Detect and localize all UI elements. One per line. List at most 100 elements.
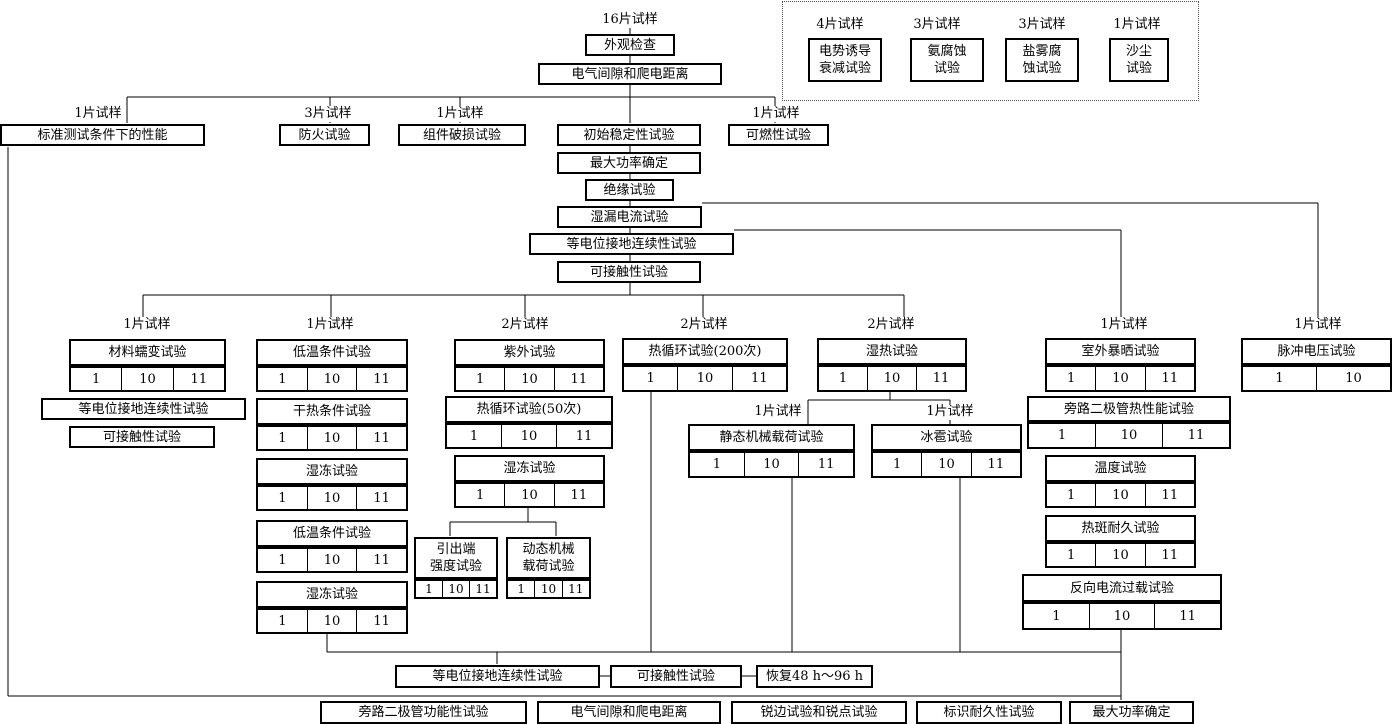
grid-cell: 11 bbox=[190, 371, 208, 387]
grid-cell: 1 bbox=[508, 581, 536, 597]
grid-cell: 10 bbox=[502, 425, 557, 447]
static-load-box: 静态机械载荷试验 bbox=[688, 424, 855, 451]
col2-grid-2: 1 10 11 bbox=[256, 425, 408, 451]
sand-dust-test-box: 沙尘 试验 bbox=[1109, 38, 1169, 82]
grid-cell: 10 bbox=[1096, 367, 1146, 390]
recovery-box: 恢复48 h～96 h bbox=[756, 665, 873, 688]
grid-cell: 10 bbox=[678, 367, 733, 390]
grid-cell: 11 bbox=[1179, 608, 1196, 624]
grid-cell: 1 bbox=[1047, 484, 1097, 506]
grid-cell: 11 bbox=[1161, 371, 1179, 386]
col1-accessibility-box: 可接触性试验 bbox=[69, 426, 215, 448]
branch2-label: 3片试样 bbox=[302, 106, 354, 122]
grid-cell: 10 bbox=[308, 610, 358, 632]
col5-label: 2片试样 bbox=[865, 317, 917, 333]
final-accessibility-box: 可接触性试验 bbox=[610, 665, 742, 688]
col2-label: 1片试样 bbox=[304, 317, 356, 333]
grid-cell: 1 bbox=[447, 425, 502, 447]
grid-cell: 1 bbox=[873, 453, 923, 476]
grid-cell: 11 bbox=[987, 457, 1005, 472]
grid-cell: 11 bbox=[475, 582, 491, 596]
clearance-creepage-top-box: 电气间隙和爬电距离 bbox=[538, 63, 722, 85]
low-temp-2-box: 低温条件试验 bbox=[256, 520, 408, 547]
col5-grid-1: 1 10 11 bbox=[817, 365, 967, 392]
flammability-box: 可燃性试验 bbox=[728, 124, 829, 146]
col6-grid-2: 1 10 11 bbox=[1027, 422, 1231, 449]
legend-label-1: 4片试样 bbox=[814, 17, 866, 33]
grid-cell: 1 bbox=[1047, 544, 1097, 566]
humidity-freeze-1-box: 湿冻试验 bbox=[256, 458, 408, 485]
col6-grid-3: 1 10 11 bbox=[1045, 482, 1196, 508]
legend-label-2: 3片试样 bbox=[911, 17, 963, 33]
insulation-box: 绝缘试验 bbox=[585, 179, 674, 201]
grid-cell: 11 bbox=[1187, 428, 1205, 443]
module-breakage-box: 组件破损试验 bbox=[398, 124, 526, 146]
wet-leakage-box: 湿漏电流试验 bbox=[557, 206, 702, 228]
accessibility-box: 可接触性试验 bbox=[557, 261, 701, 283]
grid-cell: 10 bbox=[535, 581, 563, 597]
sharp-edge-box: 锐边试验和锐点试验 bbox=[731, 701, 907, 724]
final-equipotential-box: 等电位接地连续性试验 bbox=[395, 665, 600, 688]
col1-equipotential-box: 等电位接地连续性试验 bbox=[41, 398, 246, 420]
grid-cell: 10 bbox=[308, 368, 358, 390]
impulse-voltage-box: 脉冲电压试验 bbox=[1241, 338, 1392, 365]
col2-grid-4: 1 10 11 bbox=[256, 547, 408, 573]
hail-label: 1片试样 bbox=[924, 404, 976, 420]
grid-cell: 11 bbox=[1161, 487, 1179, 503]
reverse-current-box: 反向电流过载试验 bbox=[1022, 574, 1222, 602]
col2-grid-5: 1 10 11 bbox=[256, 608, 408, 634]
grid-cell: 10 bbox=[308, 549, 358, 571]
grid-cell: 11 bbox=[568, 582, 584, 596]
branch3-label: 1片试样 bbox=[434, 106, 486, 122]
grid-cell: 10 bbox=[308, 427, 358, 449]
bypass-diode-thermal-box: 旁路二极管热性能试验 bbox=[1027, 396, 1231, 422]
grid-cell: 11 bbox=[373, 430, 390, 446]
grid-cell: 1 bbox=[1029, 424, 1096, 447]
col6-label: 1片试样 bbox=[1098, 317, 1150, 333]
pid-test-box: 电势诱导 衰减试验 bbox=[808, 38, 882, 82]
col3-grid-2: 1 10 11 bbox=[445, 423, 613, 449]
visual-inspection-box: 外观检查 bbox=[585, 34, 675, 56]
grid-cell: 11 bbox=[373, 552, 390, 568]
col3-grid-1: 1 10 11 bbox=[454, 366, 605, 392]
grid-cell: 1 bbox=[258, 549, 308, 571]
grid-cell: 10 bbox=[308, 487, 358, 509]
static-load-label: 1片试样 bbox=[752, 404, 804, 420]
col6-grid-5: 1 10 11 bbox=[1022, 602, 1222, 630]
salt-mist-test-box: 盐雾腐 蚀试验 bbox=[1005, 38, 1079, 82]
col4-grid-1: 1 10 11 bbox=[622, 365, 788, 392]
hotspot-endurance-box: 热斑耐久试验 bbox=[1045, 515, 1196, 542]
grid-cell: 11 bbox=[373, 371, 390, 387]
grid-cell: 1 bbox=[258, 610, 308, 632]
hail-test-box: 冰雹试验 bbox=[871, 424, 1022, 451]
max-power-box: 最大功率确定 bbox=[557, 152, 701, 174]
col2-grid-1: 1 10 11 bbox=[256, 366, 408, 392]
grid-cell: 11 bbox=[373, 613, 390, 629]
damp-heat-box: 湿热试验 bbox=[817, 338, 967, 365]
col3-grid-3: 1 10 11 bbox=[454, 482, 605, 508]
samples-16-label: 16片试样 bbox=[600, 12, 660, 28]
grid-cell: 10 bbox=[505, 484, 555, 506]
grid-cell: 10 bbox=[1090, 604, 1156, 628]
col4-label: 2片试样 bbox=[678, 317, 730, 333]
final-max-power-box: 最大功率确定 bbox=[1069, 701, 1194, 724]
grid-cell: 1 bbox=[71, 368, 123, 390]
col3-grid-4: 1 10 11 bbox=[414, 579, 498, 599]
grid-cell: 10 bbox=[745, 453, 800, 476]
grid-cell: 11 bbox=[570, 487, 588, 503]
grid-cell: 10 bbox=[1096, 484, 1146, 506]
parallel-tests-frame bbox=[782, 1, 1199, 101]
thermal-cycle-200-box: 热循环试验(200次) bbox=[622, 338, 788, 365]
ammonia-test-box: 氨腐蚀 试验 bbox=[910, 38, 984, 82]
temperature-test-box: 温度试验 bbox=[1045, 455, 1196, 482]
col1-label: 1片试样 bbox=[121, 317, 173, 333]
col4-grid-2: 1 10 11 bbox=[688, 451, 855, 478]
grid-cell: 11 bbox=[1161, 547, 1179, 563]
low-temp-1-box: 低温条件试验 bbox=[256, 339, 408, 366]
grid-cell: 11 bbox=[373, 490, 390, 506]
grid-cell: 11 bbox=[570, 371, 588, 387]
grid-cell: 10 bbox=[1345, 371, 1362, 386]
legend-label-3: 3片试样 bbox=[1016, 17, 1068, 33]
